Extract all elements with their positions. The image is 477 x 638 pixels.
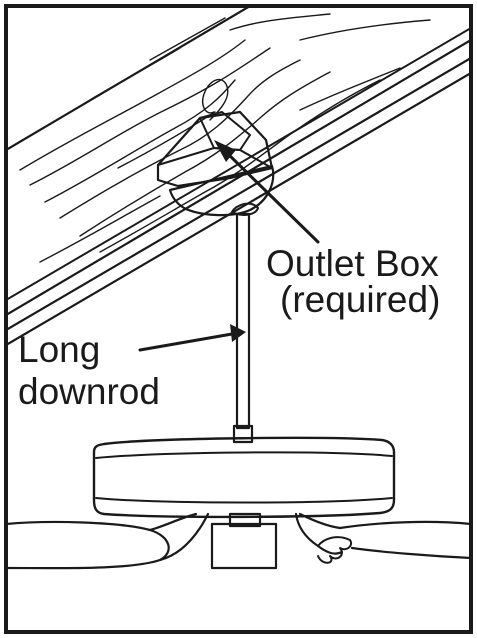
outlet-box-label: Outlet Box — [266, 243, 439, 284]
right-fan-blade — [294, 512, 471, 564]
wood-grain — [19, 13, 431, 263]
diagram-frame — [4, 4, 473, 634]
downrod — [232, 212, 254, 444]
left-fan-blade — [6, 512, 210, 570]
switch-housing — [210, 512, 278, 570]
outlet-box-callout-arrow — [214, 140, 320, 244]
long-downrod-label-line2: downrod — [18, 371, 160, 412]
outlet-box-required-label: (required) — [280, 279, 440, 320]
downrod-callout-arrow — [138, 324, 246, 352]
motor-housing — [92, 436, 396, 519]
long-downrod-label-line1: Long — [18, 329, 100, 370]
